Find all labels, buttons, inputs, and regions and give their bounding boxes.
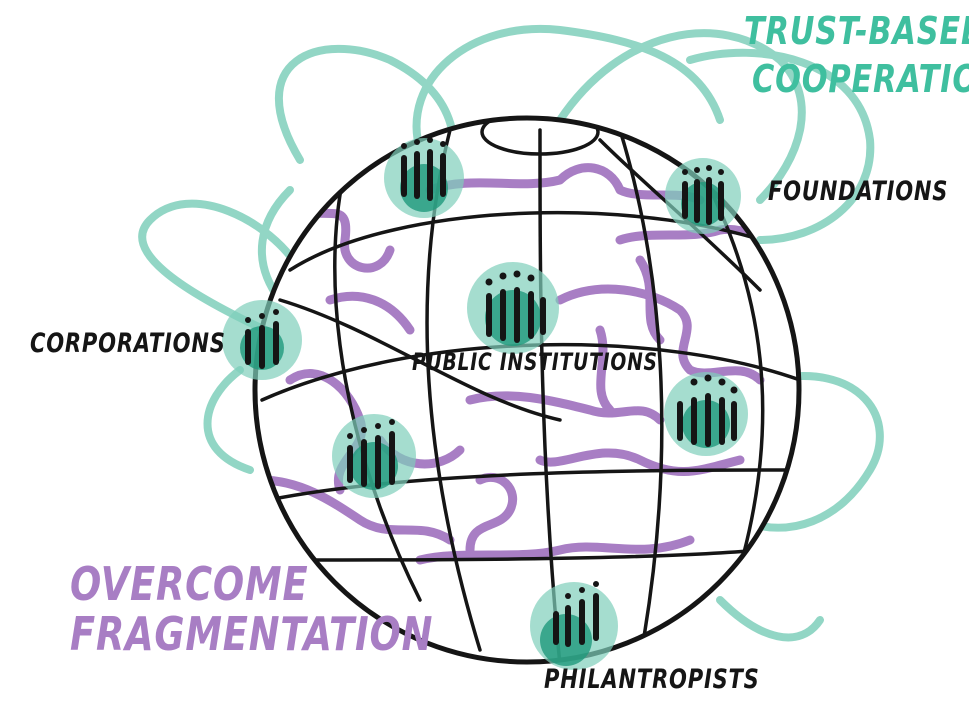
headline-trust-based-line1: TRUST-BASED bbox=[744, 9, 969, 53]
headline-overcome-line2: FRAGMENTATION bbox=[70, 607, 434, 661]
people-group-corporations bbox=[222, 300, 302, 380]
headline-overcome-line1: OVERCOME bbox=[70, 557, 309, 611]
globe-grid-lines bbox=[260, 118, 799, 662]
people-group-philantropists bbox=[530, 581, 618, 670]
label-public-institutions: PUBLIC INSTITUTIONS bbox=[412, 348, 658, 376]
people-group-top bbox=[384, 137, 464, 218]
label-corporations: CORPORATIONS bbox=[30, 328, 226, 359]
people-group-mid-left bbox=[332, 414, 416, 498]
globe-icon bbox=[252, 115, 802, 665]
people-group-right bbox=[664, 372, 748, 456]
orbit-lines bbox=[138, 24, 884, 642]
people-group-public-institutions bbox=[467, 262, 559, 354]
label-philantropists: PHILANTROPISTS bbox=[544, 664, 760, 695]
label-foundations: FOUNDATIONS bbox=[768, 176, 949, 207]
people-group-foundations bbox=[665, 158, 741, 234]
headline-trust-based-line2: COOPERATION bbox=[752, 57, 969, 101]
